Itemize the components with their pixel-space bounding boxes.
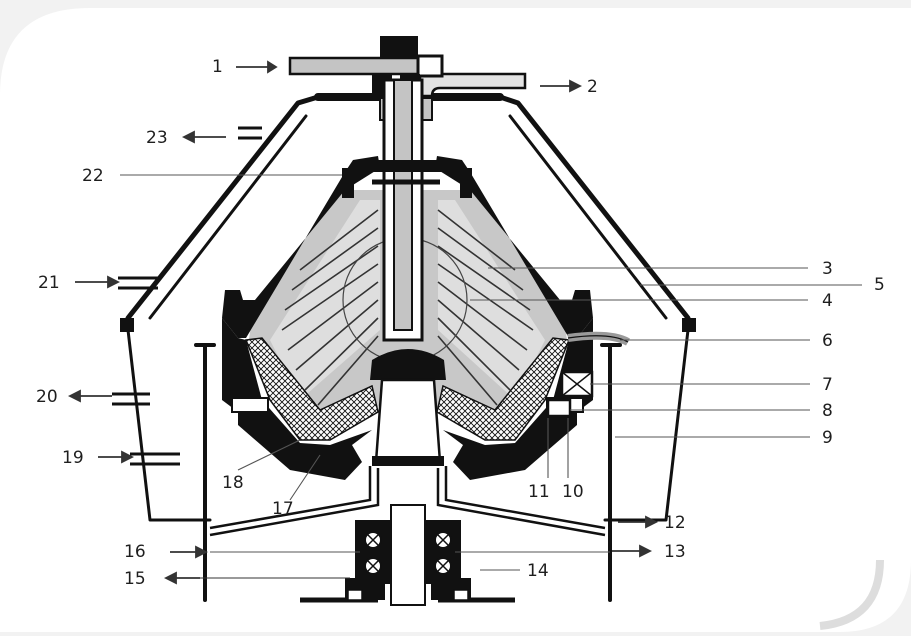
leader-lines: [120, 174, 862, 571]
label-22: 22: [82, 166, 104, 186]
label-8: 8: [822, 401, 833, 421]
leader-arrows: [67, 60, 659, 585]
inlet-outlet-pipes: [288, 36, 527, 98]
label-19: 19: [62, 448, 84, 468]
bearing-left: [355, 520, 391, 584]
label-2: 2: [587, 77, 598, 97]
label-5: 5: [874, 275, 885, 295]
spindle-flange: [372, 456, 444, 466]
label-13: 13: [664, 542, 686, 562]
sludge-space-left: [244, 337, 379, 441]
base-screw-left: [347, 589, 363, 601]
label-6: 6: [822, 331, 833, 351]
label-3: 3: [822, 259, 833, 279]
label-12: 12: [664, 513, 686, 533]
label-16: 16: [124, 542, 146, 562]
base-screw-right: [453, 589, 469, 601]
bowl-top-nut-left: [342, 168, 354, 198]
label-15: 15: [124, 569, 146, 589]
disc-stack: [281, 209, 534, 406]
bowl-hood-right: [435, 156, 593, 338]
bowl-body-right: [443, 318, 593, 480]
label-10: 10: [562, 482, 584, 502]
valve-piston: [546, 398, 572, 418]
label-20: 20: [36, 387, 58, 407]
bowl-body-left: [222, 318, 372, 480]
central-tube-core: [393, 79, 413, 331]
bowl-hood: [222, 156, 380, 338]
label-21: 21: [38, 273, 60, 293]
callout-labels: 1 2 3 4 5 6 7 8 9 10 11 12 13 14 15 16 1…: [36, 57, 885, 589]
panel-edge-shadow: [819, 559, 884, 630]
bowl-port-left: [231, 397, 269, 413]
spindle-top: [370, 349, 446, 380]
valve-cross: [561, 371, 593, 397]
label-9: 9: [822, 428, 833, 448]
bowl-top-nut-right: [460, 168, 472, 198]
label-17: 17: [272, 499, 294, 519]
spindle-lower: [390, 504, 426, 606]
label-1: 1: [212, 57, 223, 77]
central-tube-collar: [366, 160, 448, 172]
hood-rim-left: [120, 318, 134, 332]
label-11: 11: [528, 482, 550, 502]
label-18: 18: [222, 473, 244, 493]
lower-catch-basin: [209, 466, 606, 537]
spindle-shaft: [374, 378, 442, 464]
label-23: 23: [146, 128, 168, 148]
label-7: 7: [822, 375, 833, 395]
label-4: 4: [822, 291, 833, 311]
label-14: 14: [527, 561, 549, 581]
hood-rim-right: [682, 318, 696, 332]
side-pipes: [112, 126, 262, 466]
